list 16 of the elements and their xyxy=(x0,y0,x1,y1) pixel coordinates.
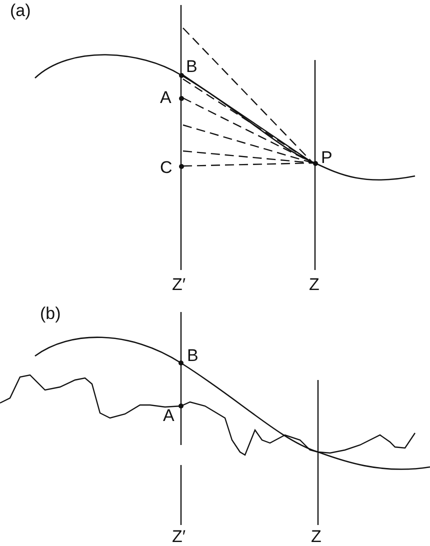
labelled-point: P xyxy=(311,148,337,168)
axis-label: Z′ xyxy=(172,528,186,546)
labelled-point: A xyxy=(160,88,185,108)
dashed-line xyxy=(182,124,314,164)
point-label: B xyxy=(187,347,198,365)
dashed-line xyxy=(182,28,314,164)
axis-label: Z xyxy=(311,528,322,546)
dashed-line xyxy=(182,150,314,164)
panel-label: (a) xyxy=(10,2,31,20)
labelled-point: B xyxy=(177,57,203,77)
axis-label: Z xyxy=(309,276,320,294)
axis-label: Z′ xyxy=(172,276,186,294)
panel-label: (b) xyxy=(40,305,61,323)
dashed-line xyxy=(182,162,314,167)
point-label: A xyxy=(163,407,174,425)
labelled-point: C xyxy=(160,158,185,178)
